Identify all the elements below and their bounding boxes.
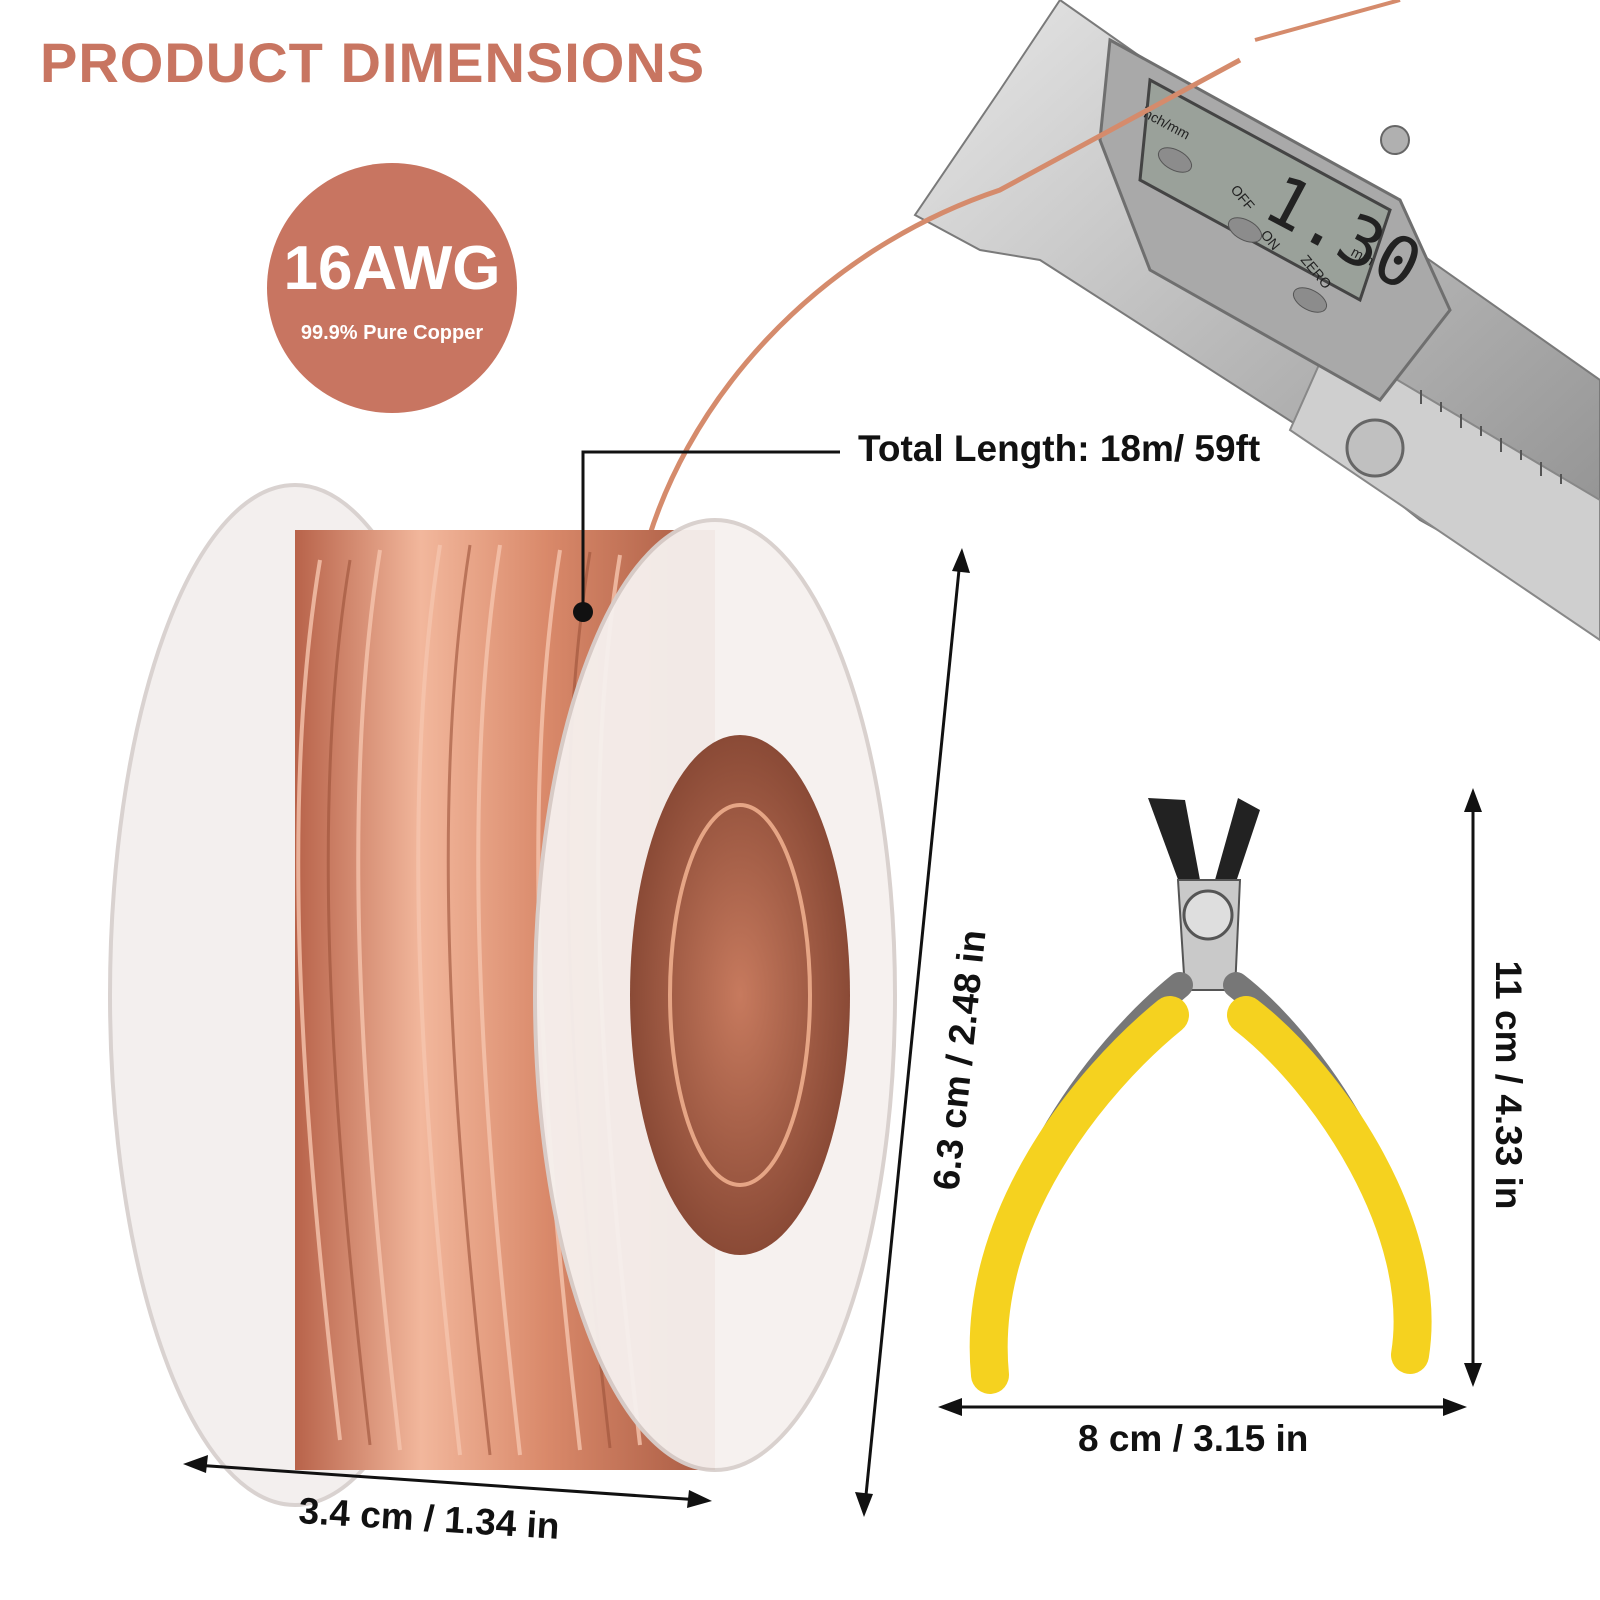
digital-caliper-icon: 1.30 mm inch/mm OFF ON ZERO <box>913 0 1600 642</box>
page-title: PRODUCT DIMENSIONS <box>40 31 706 94</box>
spool-height-arrow <box>863 559 962 1506</box>
spool-width-arrow <box>194 1463 701 1502</box>
pliers-width-label: 8 cm / 3.15 in <box>1078 1418 1309 1459</box>
gauge-value: 16AWG <box>283 233 501 303</box>
gauge-badge: 16AWG 99.9% Pure Copper <box>267 163 517 413</box>
dimension-arrows <box>183 450 1482 1517</box>
pliers-height-label: 11 cm / 4.33 in <box>1488 960 1529 1210</box>
cutting-pliers-icon <box>969 798 1432 1394</box>
total-length-label: Total Length: 18m/ 59ft <box>858 428 1261 469</box>
material-label: 99.9% Pure Copper <box>300 321 484 344</box>
copper-wire-spool-icon <box>108 483 897 1507</box>
copper-wire-strand <box>637 57 1242 571</box>
total-length-leader-line <box>581 450 840 610</box>
